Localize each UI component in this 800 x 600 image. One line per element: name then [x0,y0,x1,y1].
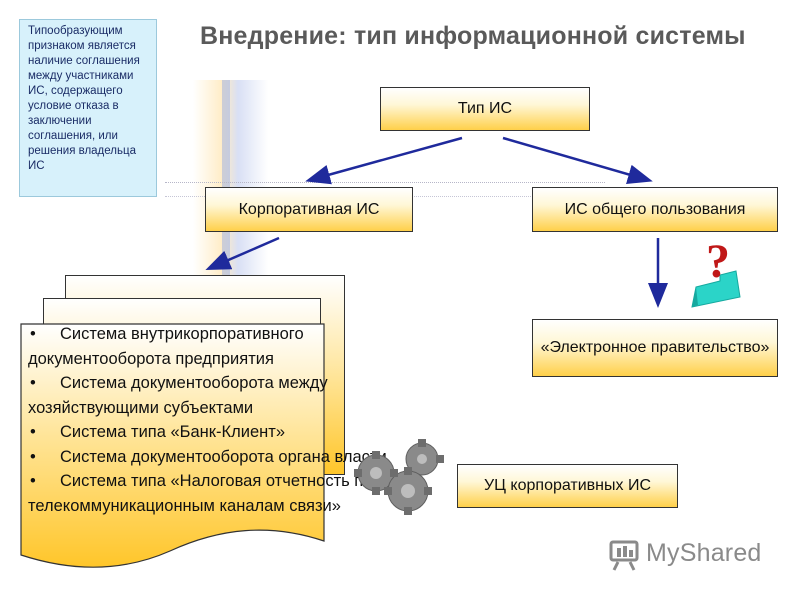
list-item: •Система документооборота между хозяйств… [28,371,408,420]
list-item: •Система внутрикорпоративного документоо… [28,322,408,371]
watermark-text: MyShared [646,539,762,567]
box-public-is: ИС общего пользования [532,187,778,232]
list-bullet: • [30,472,36,490]
list-item-text: Система документооборота между хозяйству… [28,374,328,417]
gears-icon [354,439,444,515]
decorative-dotted-line [165,182,605,183]
corporate-systems-list: •Система внутрикорпоративного документоо… [28,322,408,518]
list-bullet: • [30,423,36,441]
list-bullet: • [30,447,36,466]
list-item: •Система типа «Налоговая отчетность по т… [28,469,408,518]
question-mark-glyph: ? [706,235,730,288]
list-item: • Система типа «Банк-Клиент» [28,420,408,445]
question-mark-icon: ? [691,235,741,308]
myshared-logo-icon [609,540,639,571]
document-stack-front [20,323,325,568]
list-item-text: Система типа «Банк-Клиент» [60,423,285,441]
box-corporate-is: Корпоративная ИС [205,187,413,232]
arrow-corporate-to-list [205,236,280,270]
list-bullet: • [30,325,36,343]
slide-title: Внедрение: тип информационной системы [200,22,746,50]
arrow-type-to-corporate [305,136,463,185]
list-item-text: Система документооборота органа власти [60,447,387,466]
list-item: • Система документооборота органа власти [28,445,408,470]
box-is-type: Тип ИС [380,87,590,131]
list-bullet: • [30,374,36,392]
arrow-type-to-public [502,136,653,185]
box-e-government: «Электронное правительство» [532,319,778,377]
list-item-text: Система типа «Налоговая отчетность по те… [28,472,373,515]
definition-note: Типообразующим признаком является наличи… [19,19,157,197]
box-corporate-ca: УЦ корпоративных ИС [457,464,678,508]
list-item-text: Система внутрикорпоративного документооб… [28,325,304,368]
